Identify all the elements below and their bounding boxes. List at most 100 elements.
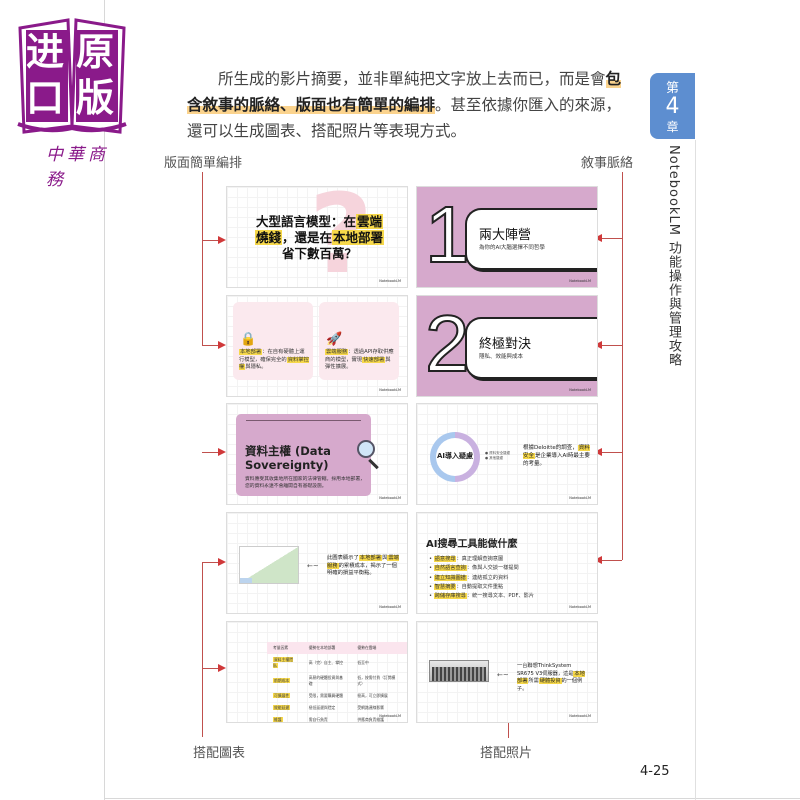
connector-line (202, 345, 222, 346)
text: 根據Deloitte的調查， (523, 445, 578, 451)
text: ：在自有硬體上運行模型，確保完全的 (239, 349, 305, 363)
chapter-prefix: 第 (665, 81, 679, 96)
slide-title: 終極對決 (479, 337, 532, 352)
arrow-icon (218, 558, 226, 566)
table-row: 資料主權隱私高（完）自主、掌控低至中 (267, 654, 407, 672)
notebooklm-watermark: NotebookLM (569, 279, 591, 283)
table-cell: 受限，需要購買硬體 (308, 693, 343, 698)
notebooklm-watermark: NotebookLM (379, 605, 401, 609)
table-cell: 受網路連線影響 (357, 705, 384, 710)
info-card: 資料主權 (Data Sovereignty) 資料應受其收集地所在國家的法律管… (236, 414, 371, 496)
table-cell: 效能延遲 (273, 705, 291, 710)
slide-thumbnail: 🔒 本地部署：在自有硬體上運行模型，確保完全的資料掌控權與隱私。 🚀 雲端服務：… (226, 295, 408, 397)
chapter-title: NotebookLM 功能操作與管理攻略 (666, 145, 681, 368)
arrow-icon (218, 448, 226, 456)
slide-thumbnail: ? 大型語言模型：在雲端 燒錢，還是在本地部署 省下數百萬？ NotebookL… (226, 186, 408, 288)
table-cell: 低，按需付費（訂閱模式） (357, 675, 396, 686)
title-card (465, 317, 597, 379)
text-highlight: 自然語言查詢 (433, 565, 467, 572)
table-row: 效能延遲 極低延遲與穩定 受網路連線影響 (267, 702, 407, 714)
server-photo (429, 660, 489, 682)
chapter-number: 4 (665, 94, 680, 119)
list-item: 跨儲存庫搜尋：統一搜尋文本、PDF、影片 (429, 592, 534, 601)
title-text: ，還是在 (281, 230, 332, 245)
text-highlight: 跨儲存庫搜尋 (433, 593, 467, 600)
callout-chart: 搭配圖表 (193, 746, 246, 761)
connector-line (508, 718, 509, 738)
arrow-icon (218, 341, 226, 349)
callout-narrative: 敘事脈絡 (581, 156, 634, 171)
page-edge (695, 140, 696, 800)
slide-title: 大型語言模型：在雲端 燒錢，還是在本地部署 省下數百萬？ (247, 214, 392, 262)
table-cell: 供應商負責維護 (357, 717, 384, 722)
notebooklm-watermark: NotebookLM (569, 605, 591, 609)
intro-text: 。甚至依據你匯入的來源，還可以生成圖表、搭配照片等表現方式。 (187, 96, 622, 140)
title-highlight: 本地部署 (332, 230, 385, 245)
notebooklm-watermark: NotebookLM (379, 714, 401, 718)
info-card: 🔒 本地部署：在自有硬體上運行模型，確保完全的資料掌控權與隱私。 (233, 302, 313, 380)
arrow-icon (218, 664, 226, 672)
arrow-icon (218, 236, 226, 244)
arrow-icon (594, 448, 602, 456)
title-card (465, 208, 597, 270)
table-header: 優勢在本地部署 (308, 645, 336, 650)
connector-line (600, 238, 622, 239)
connector-line (622, 172, 623, 560)
connector-line (202, 562, 203, 737)
card-text: 本地部署：在自有硬體上運行模型，確保完全的資料掌控權與隱私。 (239, 349, 309, 372)
text: 所需 (528, 678, 539, 684)
table-cell: 低至中 (357, 660, 369, 665)
section-number: 2 (424, 298, 470, 389)
comparison-table: 考量因素 優勢在本地部署 優勢在雲端 資料主權隱私高（完）自主、掌控低至中 前期… (267, 642, 407, 722)
curved-arrow-icon: ←~ (307, 562, 319, 570)
page-edge (104, 798, 800, 799)
intro-paragraph: 所生成的影片摘要，並非單純把文字放上去而已，而是會包含敘事的脈絡、版面也有簡單的… (187, 66, 632, 144)
slide-subtitle: 為你的AI大腦選擇不同哲學 (479, 245, 545, 251)
table-cell: 極低延遲與穩定 (308, 705, 336, 710)
slide-title: 兩大陣營 (479, 228, 532, 243)
notebooklm-watermark: NotebookLM (379, 388, 401, 392)
chart-area (240, 578, 252, 583)
slide-text: 一台聯想ThinkSystem SR675 V3伺服器，這是本地部署所需硬體投資… (517, 663, 587, 693)
donut-chart (430, 432, 480, 482)
title-highlight: 燒錢 (254, 230, 282, 245)
slide-thumbnail: ←~ 此圖表顯示了本地部署與雲端服務的累積成本，揭示了一個明確的損益平衡點。 N… (226, 512, 408, 614)
section-number: 1 (424, 189, 470, 280)
slide-thumbnail: ←~ 一台聯想ThinkSystem SR675 V3伺服器，這是本地部署所需硬… (416, 621, 598, 723)
notebooklm-watermark: NotebookLM (569, 714, 591, 718)
text-highlight: 本地部署 (239, 349, 263, 355)
text: ：統一搜尋文本、PDF、影片 (466, 593, 535, 600)
notebooklm-watermark: NotebookLM (379, 279, 401, 283)
lock-icon: 🔒 (240, 332, 257, 347)
text: 一台聯想ThinkSystem SR675 V3伺服器，這是 (517, 663, 574, 677)
legend-item: ● 資料安全疑慮 (485, 451, 511, 455)
intro-text: 所生成的影片摘要，並非單純把文字放上去而已，而是會 (218, 70, 606, 88)
text: 與彈性擴展。 (325, 356, 391, 371)
server-drive-bays (432, 667, 486, 681)
list-item: 語意搜尋：真正理解查詢意圖 (429, 555, 534, 564)
connector-line (600, 560, 622, 561)
table-cell: 極高，可立即擴展 (357, 693, 388, 698)
text-highlight: 快速部署 (362, 356, 386, 363)
slide-description: 資料應受其收集地所在國家的法律管轄。採用本地部署，您的資料永遠不會離開自有基礎設… (245, 477, 365, 489)
arrow-icon (594, 341, 602, 349)
card-text: 雲端服務：透過API存取供應商的模型，實現快速部署與彈性擴展。 (325, 349, 395, 372)
table-row: 前期成本高昂的硬體投資與基礎低，按需付費（訂閱模式） (267, 672, 407, 690)
chapter-tab: 第 4 章 (650, 73, 695, 139)
text: ：像與人交談一樣提問 (466, 565, 519, 572)
table-cell: 維護 (273, 717, 283, 722)
text-highlight: 語意搜尋 (433, 556, 457, 562)
table-cell: 資料主權隱私 (273, 657, 293, 668)
table-cell: 前期成本 (273, 678, 291, 683)
slide-subtitle: 隱私、效能與成本 (479, 354, 524, 360)
publisher-logo: 进 原 口 版 中華商務 (6, 8, 127, 190)
slide-title: AI搜尋工具能做什麼 (426, 539, 518, 550)
donut-label: AI導入疑慮 (436, 452, 474, 460)
slide-thumbnail: 2 終極對決 隱私、效能與成本 NotebookLM (416, 295, 598, 397)
text: ：連結孤立的資料 (466, 574, 509, 581)
info-card: 🚀 雲端服務：透過API存取供應商的模型，實現快速部署與彈性擴展。 (319, 302, 399, 380)
callout-photo: 搭配照片 (480, 746, 533, 761)
arrow-icon (594, 556, 602, 564)
slide-thumbnail: AI搜尋工具能做什麼 語意搜尋：真正理解查詢意圖 自然語言查詢：像與人交談一樣提… (416, 512, 598, 614)
text-highlight: 建立知識圖譜 (433, 574, 467, 581)
